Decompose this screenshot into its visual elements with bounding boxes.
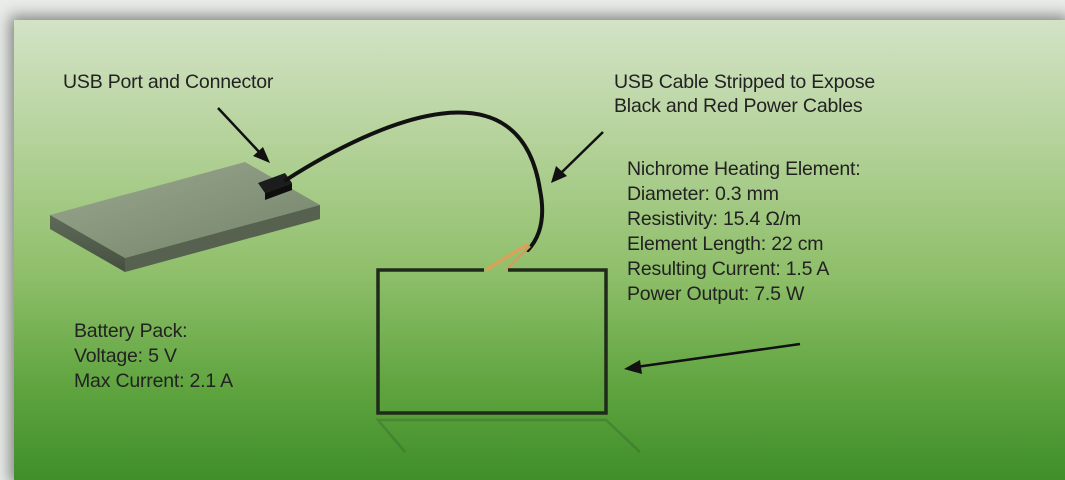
usb-port-label: USB Port and Connector [63, 71, 274, 93]
nichrome-spec-line: Power Output: 7.5 W [627, 283, 805, 305]
battery-specs: Battery Pack: Voltage: 5 V Max Current: … [74, 319, 233, 394]
nichrome-spec-line: Resistivity: 15.4 Ω/m [627, 208, 802, 230]
arrow-icon [624, 342, 801, 374]
usb-cable-label: USB Cable Stripped to Expose Black and R… [614, 70, 875, 118]
usb-cable-label-line: USB Cable Stripped to Expose [614, 71, 876, 93]
arrow-icon [551, 131, 604, 183]
arrow-icon [217, 107, 270, 163]
nichrome-spec-line: Element Length: 22 cm [627, 233, 824, 255]
usb-cable [284, 110, 545, 252]
red-power-wire [485, 242, 529, 272]
battery-pack-icon [50, 162, 320, 272]
usb-connector-icon [258, 173, 292, 200]
nichrome-spec-line: Resulting Current: 1.5 A [627, 258, 830, 280]
nichrome-specs: Nichrome Heating Element: Diameter: 0.3 … [627, 157, 861, 307]
battery-spec-line: Voltage: 5 V [74, 345, 177, 367]
heating-element-icon [375, 268, 641, 453]
nichrome-spec-line: Nichrome Heating Element: [627, 158, 861, 180]
battery-spec-line: Max Current: 2.1 A [74, 370, 233, 392]
usb-cable-label-line: Black and Red Power Cables [614, 95, 863, 117]
battery-spec-line: Battery Pack: [74, 320, 188, 342]
black-power-wire [505, 245, 531, 271]
nichrome-spec-line: Diameter: 0.3 mm [627, 183, 779, 205]
